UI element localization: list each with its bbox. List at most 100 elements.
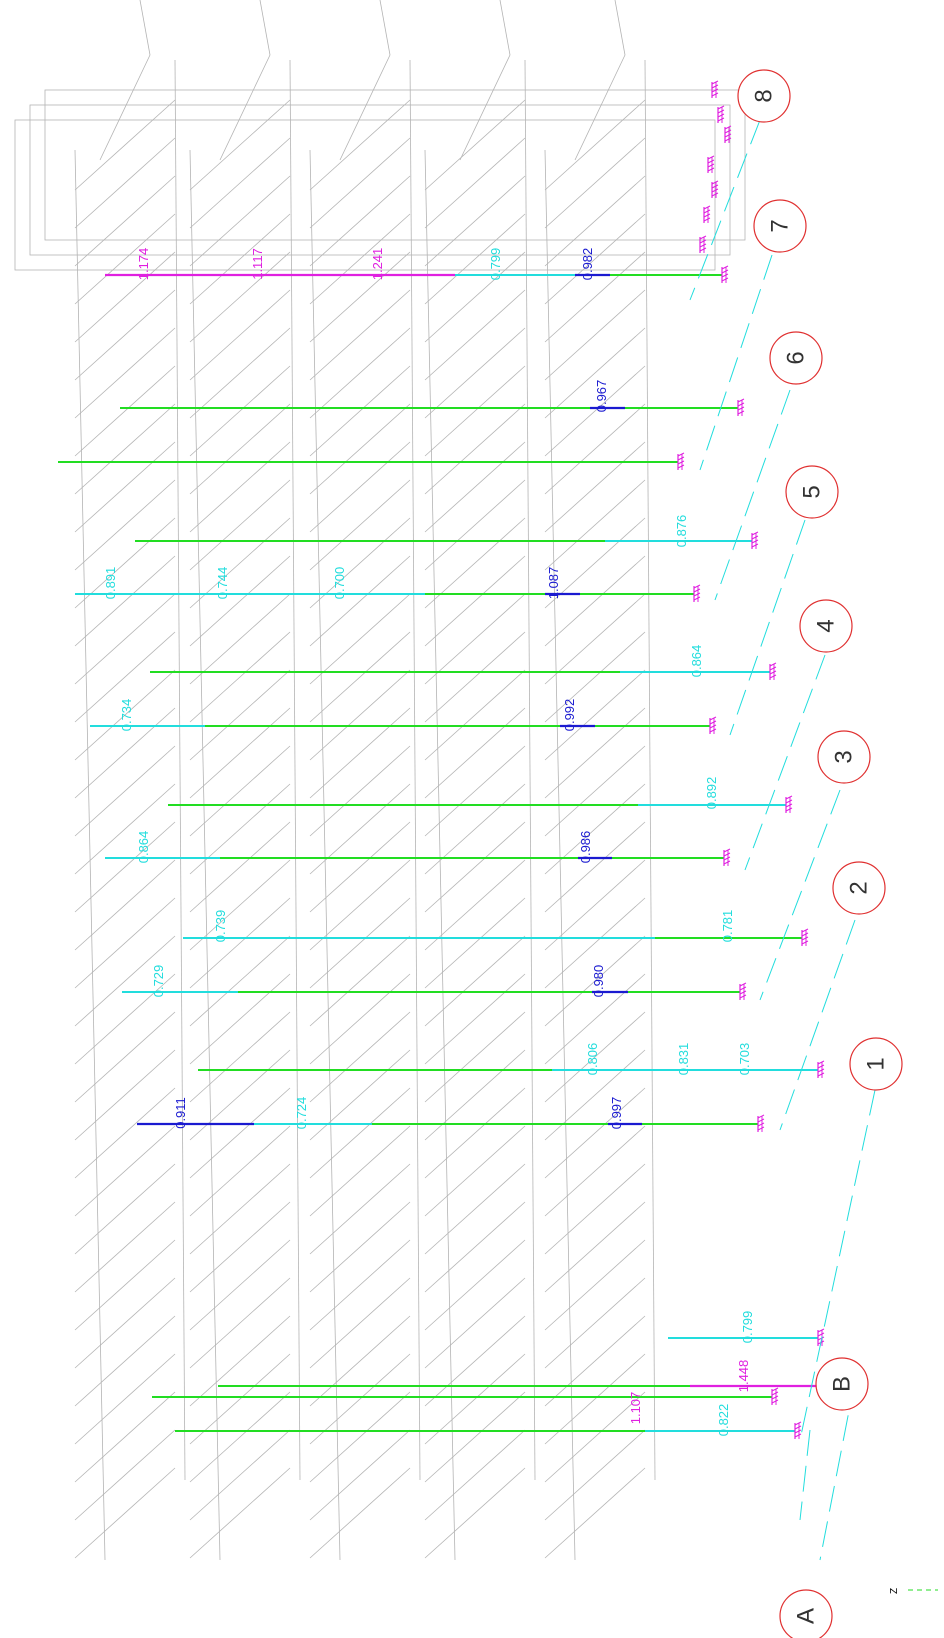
frame-wire-line [174,59,186,1481]
column-ratio-label: 0.911 [173,1097,188,1129]
frame-wire-line [544,99,646,191]
frame-wire-box [14,119,716,271]
fixed-support-icon [757,1114,765,1119]
column-ratio-label: 0.734 [119,699,134,732]
frame-wire-line [189,555,291,647]
frame-wire-line [189,213,291,305]
frame-wire-line [544,973,646,1065]
fixed-support-icon [785,807,793,812]
frame-wire-line [544,1277,646,1369]
frame-wire-line [424,1163,526,1255]
column-ratio-label: 0.822 [716,1404,731,1437]
fixed-support-icon [785,799,793,804]
frame-wire-line [189,365,291,457]
frame-wire-line [74,1163,176,1255]
frame-wire-line [309,137,411,229]
frame-wire-line [74,935,176,1027]
frame-wire-line [424,479,526,571]
frame-wire-line [74,669,176,761]
fixed-support-icon [709,724,717,729]
frame-wire-line [409,59,421,1481]
fixed-support-icon [721,265,729,270]
grid-bubble-label: 1 [863,1057,890,1070]
frame-wire-line [189,973,291,1065]
column-supports [677,80,847,1439]
frame-wire-line [189,1391,291,1483]
frame-wire-box [29,104,731,256]
grid-bubble-label: 8 [751,89,778,102]
fixed-support-icon [769,674,777,679]
grid-bubble-1 [849,1037,903,1091]
frame-wire-line [309,1087,411,1179]
fixed-support-icon [739,986,747,991]
grid-bubble-a [779,1589,833,1638]
fixed-support-icon [693,588,701,593]
frame-wire-line [424,593,526,685]
frame-wire-line [309,99,411,191]
fixed-support-icon [801,940,809,945]
fixed-support-icon [677,460,685,465]
frame-wire-line [544,1315,646,1407]
frame-wire-line [424,213,526,305]
frame-wire-line [189,669,291,761]
grid-bubble-5 [785,465,839,519]
frame-wire-line [74,1087,176,1179]
column-ratio-label: 0.799 [488,248,503,281]
fixed-support-icon [703,217,711,222]
frame-wire-line [424,1049,526,1141]
fixed-support-icon [817,1072,825,1077]
frame-wire-line [189,935,291,1027]
frame-wire-line [424,175,526,267]
fixed-support-icon [724,125,732,130]
fixed-support-icon [711,88,719,93]
frame-wire-line [189,593,291,685]
frame-wire-line [309,555,411,647]
frame-wire-line [424,821,526,913]
frame-wire-line [189,441,291,533]
fixed-support-icon [717,109,725,114]
fixed-support-icon [757,1122,765,1127]
fixed-support-icon [751,543,759,548]
fixed-support-icon [769,662,777,667]
frame-wire-line [74,1125,176,1217]
grid-bubble-2 [832,861,886,915]
frame-wire-line [74,1353,176,1445]
frame-wire-line [189,1049,291,1141]
frame-wire-line [189,821,291,913]
frame-wire-line [74,973,176,1065]
frame-wire-line [424,1353,526,1445]
fixed-support-icon [707,167,715,172]
frame-wire-line [544,631,646,723]
column-ratio-label: 0.831 [676,1043,691,1076]
frame-wire-line [544,1353,646,1445]
column-ratio-label: 0.799 [740,1311,755,1344]
frame-wire-line [424,1467,526,1559]
column-ratio-label: 0.744 [215,567,230,600]
frame-wire-line [544,403,646,495]
fixed-support-icon [751,535,759,540]
frame-wire-line [289,59,301,1481]
frame-wire-line [544,555,646,647]
fixed-support-icon [757,1118,765,1123]
fixed-support-icon [693,596,701,601]
frame-wire-line [424,137,526,229]
frame-wire-line [544,1239,646,1331]
frame-wire-line [189,1201,291,1293]
frame-wire-line [544,593,646,685]
column-ratio-label: 0.739 [213,910,228,943]
frame-wire-line [74,1277,176,1369]
fixed-support-icon [721,269,729,274]
grid-line [729,519,806,736]
frame-wire-line [189,1087,291,1179]
fixed-support-icon [707,155,715,160]
fixed-support-icon [801,932,809,937]
frame-wire-line [309,251,411,343]
fixed-support-icon [785,795,793,800]
frame-wire-line [74,1429,176,1521]
frame-wire-line [309,149,341,1561]
frame-wire-line [424,973,526,1065]
column-ratio-label: 0.997 [609,1097,624,1130]
frame-wire-line [189,897,291,989]
frame-wire-line [74,631,176,723]
